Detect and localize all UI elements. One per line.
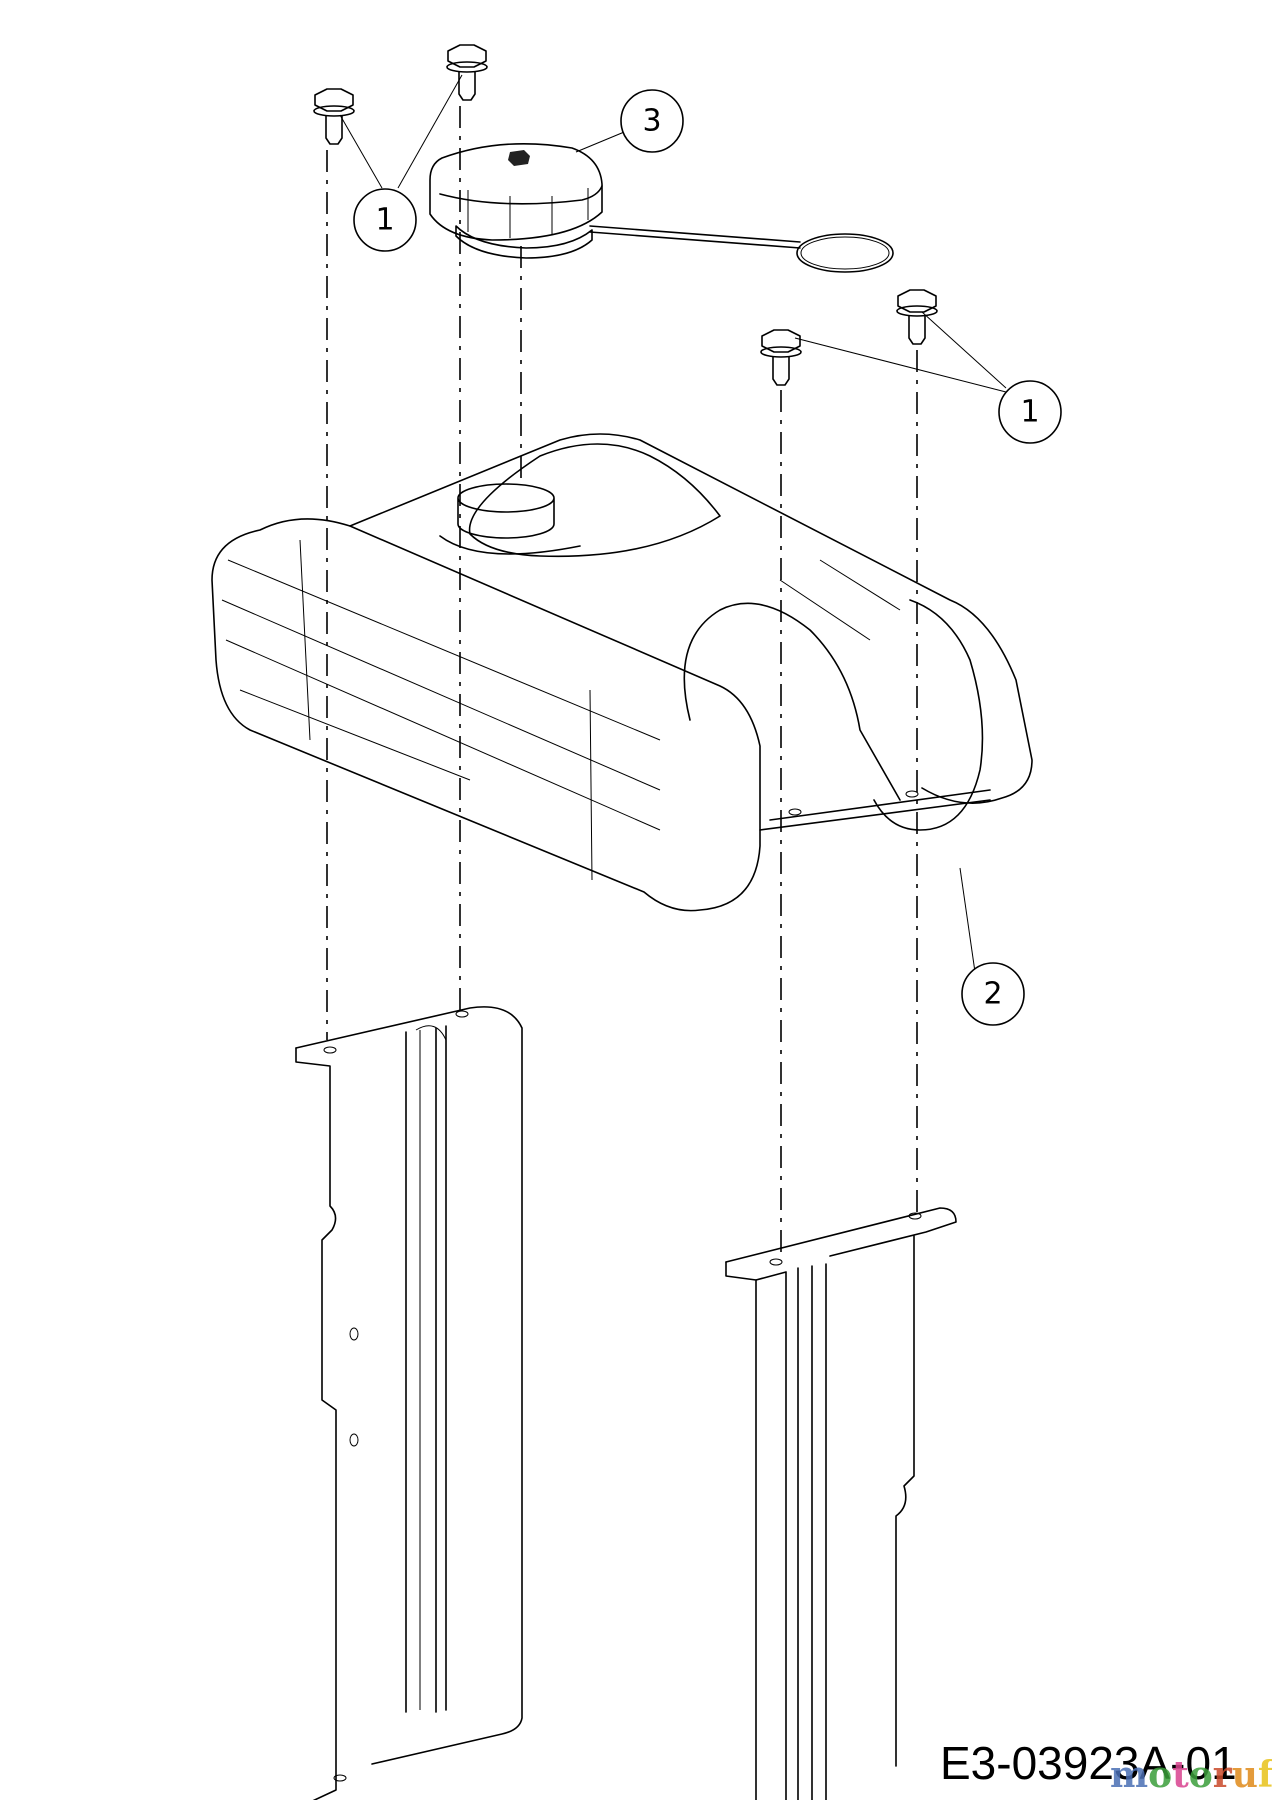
watermark-letter: o bbox=[1148, 1754, 1173, 1796]
callout-1a: 1 bbox=[353, 188, 417, 252]
fuel-tank bbox=[211, 433, 1033, 912]
watermark-letter: t bbox=[1172, 1754, 1189, 1796]
mounting-bracket-left bbox=[295, 1006, 523, 1800]
watermark-letter: u bbox=[1231, 1754, 1258, 1796]
svg-text:1: 1 bbox=[1020, 395, 1039, 430]
screw-right-far bbox=[896, 289, 938, 345]
watermark-letter: r bbox=[1212, 1754, 1232, 1796]
svg-text:1: 1 bbox=[375, 203, 394, 238]
watermark-letter: o bbox=[1188, 1754, 1213, 1796]
watermark-logo: motoruf.de bbox=[1110, 1754, 1272, 1796]
callout-2: 2 bbox=[961, 962, 1025, 1026]
screw-upper-left bbox=[313, 88, 355, 145]
screw-right-mid bbox=[760, 329, 802, 386]
svg-text:3: 3 bbox=[642, 104, 661, 139]
watermark-letter: f bbox=[1257, 1754, 1272, 1796]
watermark-letter: m bbox=[1110, 1754, 1149, 1796]
callout-3: 3 bbox=[620, 89, 684, 153]
callout-1b: 1 bbox=[998, 380, 1062, 444]
drawing-number: E3-03923A-01 bbox=[940, 1737, 1237, 1789]
assembly-centerlines bbox=[326, 106, 918, 1256]
mounting-bracket-right bbox=[725, 1207, 957, 1800]
leader-lines bbox=[339, 74, 1007, 973]
screw-upper-mid bbox=[446, 44, 488, 101]
svg-text:2: 2 bbox=[983, 977, 1002, 1012]
fuel-cap bbox=[429, 142, 894, 273]
